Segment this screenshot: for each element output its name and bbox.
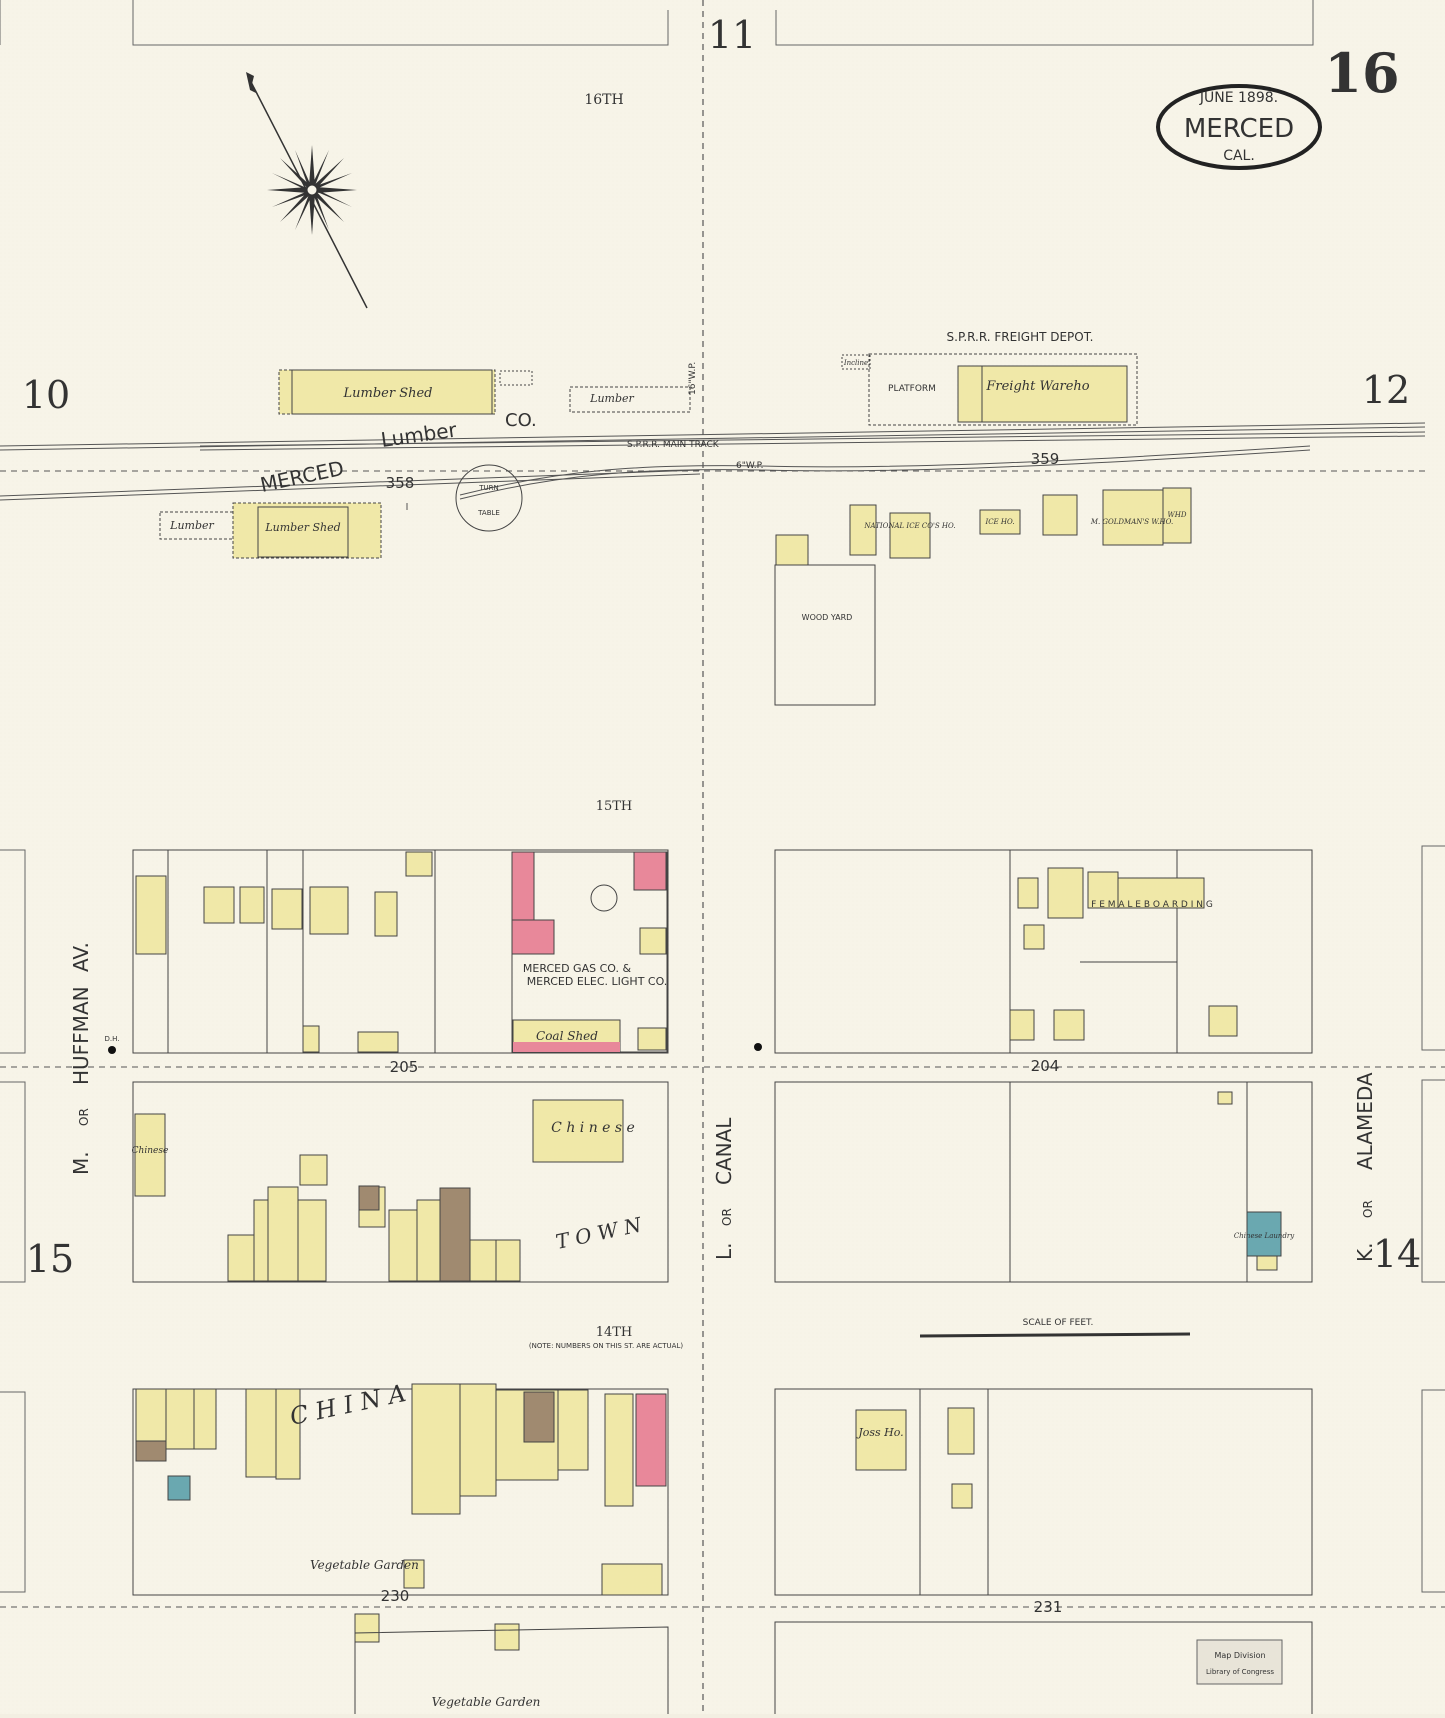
street-14th: 14TH bbox=[596, 1325, 633, 1340]
block-359: 359 bbox=[1031, 450, 1060, 468]
street-k-or: OR bbox=[1361, 1200, 1375, 1218]
lumber-pile bbox=[569, 386, 691, 413]
freight-wareho-label: Freight Wareho bbox=[985, 379, 1089, 394]
main-track-label: S.P.R.R. MAIN TRACK bbox=[627, 440, 720, 450]
block-205: 205 bbox=[390, 1058, 419, 1076]
merced-gas-label-2: MERCED ELEC. LIGHT CO. bbox=[527, 975, 668, 988]
co-label: CO. bbox=[505, 410, 537, 431]
street-15th: 15TH bbox=[596, 799, 633, 814]
chinese-laundry-label: Chinese Laundry bbox=[1234, 1232, 1295, 1240]
svg-text:PLATFORM: PLATFORM bbox=[888, 384, 936, 394]
six-wp-label-1: 6"W.P. bbox=[736, 461, 763, 471]
svg-text:Library of Congress: Library of Congress bbox=[1206, 1668, 1274, 1676]
lumber-shed-a-label: Lumber Shed bbox=[343, 386, 433, 401]
block-358: 358 bbox=[386, 474, 415, 492]
adjoin-top: 11 bbox=[708, 13, 756, 57]
block-204: 204 bbox=[1031, 1057, 1060, 1075]
library-stamp: Map Division Library of Congress bbox=[1196, 1639, 1283, 1685]
block-230: 230 bbox=[381, 1587, 410, 1605]
vegetable-garden-label: Vegetable Garden bbox=[310, 1558, 419, 1572]
street-m: M. bbox=[69, 1151, 93, 1175]
cartouche-city: MERCED bbox=[1184, 114, 1294, 144]
whd-label: WHD bbox=[1168, 511, 1187, 519]
svg-text:Incline: Incline bbox=[843, 359, 868, 367]
svg-text:D.H.: D.H. bbox=[105, 1035, 120, 1043]
dh-left bbox=[108, 1046, 116, 1054]
svg-text:TURN: TURN bbox=[478, 484, 499, 492]
lumber-shed-a: Lumber Shed bbox=[278, 369, 496, 415]
block-205-north bbox=[132, 849, 669, 1054]
merced-gas-label-1: MERCED GAS CO. & bbox=[523, 962, 632, 975]
goldmans-label: M. GOLDMAN'S W.HO. bbox=[1090, 518, 1173, 526]
block-231: Joss Ho. bbox=[774, 1388, 1313, 1596]
adjoin-right: 12 bbox=[1362, 368, 1410, 412]
block-230: Vegetable Garden Vegetable Garden C H I … bbox=[132, 1379, 669, 1709]
turn-table: TURN TABLE bbox=[455, 464, 523, 532]
svg-text:Map Division: Map Division bbox=[1214, 1651, 1265, 1660]
dh-right bbox=[754, 1043, 762, 1051]
sixteen-wp-label: 16"W.P. bbox=[688, 362, 698, 395]
title-cartouche: JUNE 1898. MERCED CAL. bbox=[1156, 84, 1322, 170]
street-alameda: ALAMEDA bbox=[1353, 1072, 1377, 1170]
ice-ho-label: ICE HO. bbox=[984, 518, 1014, 526]
depot-label: S.P.R.R. FREIGHT DEPOT. bbox=[947, 330, 1094, 344]
sheet-number: 16 bbox=[1324, 41, 1399, 105]
lumber-shed-b: Lumber Lumber Shed bbox=[159, 502, 382, 559]
block-231: 231 bbox=[1034, 1598, 1063, 1616]
lumber-shed-b-label: Lumber Shed bbox=[264, 521, 340, 534]
coal-shed-label: Coal Shed bbox=[536, 1029, 598, 1043]
street-l-or: OR bbox=[720, 1208, 734, 1226]
street-l: L. bbox=[712, 1243, 736, 1261]
adjoin-bottom-left: 15 bbox=[26, 1237, 74, 1281]
compass-rose-icon bbox=[246, 72, 368, 309]
scale-bar: SCALE OF FEET. bbox=[919, 1318, 1191, 1338]
top-block-right bbox=[775, 0, 1314, 46]
street-k: K. bbox=[1353, 1243, 1377, 1262]
chinese-laundry-bldg bbox=[1246, 1211, 1282, 1257]
lumber-pile-label: Lumber bbox=[589, 392, 634, 405]
street-m-or: OR bbox=[77, 1108, 91, 1126]
block-204-north: F E M A L E B O A R D I N G bbox=[774, 849, 1313, 1054]
vegetable-garden-label-2: Vegetable Garden bbox=[432, 1695, 541, 1709]
cartouche-date: JUNE 1898. bbox=[1199, 90, 1278, 106]
svg-text:TABLE: TABLE bbox=[477, 509, 500, 517]
street-16th: 16TH bbox=[584, 92, 623, 108]
street-canal: CANAL bbox=[712, 1117, 736, 1185]
top-block-left bbox=[132, 0, 669, 46]
block-205-south: Chinese C h i n e s e T O W N bbox=[132, 1081, 669, 1283]
block-359-buildings bbox=[774, 487, 1192, 706]
chinese-block-label: C h i n e s e bbox=[551, 1120, 635, 1136]
female-boarding-label: F E M A L E B O A R D I N G bbox=[1091, 900, 1213, 910]
note-label: (NOTE: NUMBERS ON THIS ST. ARE ACTUAL) bbox=[529, 1342, 683, 1350]
adjoin-left: 10 bbox=[22, 373, 70, 417]
block-204-south: Chinese Laundry bbox=[774, 1081, 1313, 1283]
national-ice-label: NATIONAL ICE CO'S HO. bbox=[863, 522, 955, 530]
cartouche-state: CAL. bbox=[1223, 148, 1255, 164]
joss-ho-label: Joss Ho. bbox=[856, 1426, 903, 1439]
wood-yard-label: WOOD YARD bbox=[802, 613, 853, 622]
svg-text:SCALE OF FEET.: SCALE OF FEET. bbox=[1023, 1318, 1094, 1328]
lumber-m-label: Lumber bbox=[169, 519, 214, 532]
street-huffman: HUFFMAN bbox=[69, 986, 93, 1085]
chinese-label-1: Chinese bbox=[132, 1146, 169, 1156]
freight-depot: S.P.R.R. FREIGHT DEPOT. Incline PLATFORM… bbox=[841, 330, 1138, 426]
adjoin-bottom-right: 14 bbox=[1373, 1232, 1421, 1276]
street-av: AV. bbox=[69, 942, 93, 972]
